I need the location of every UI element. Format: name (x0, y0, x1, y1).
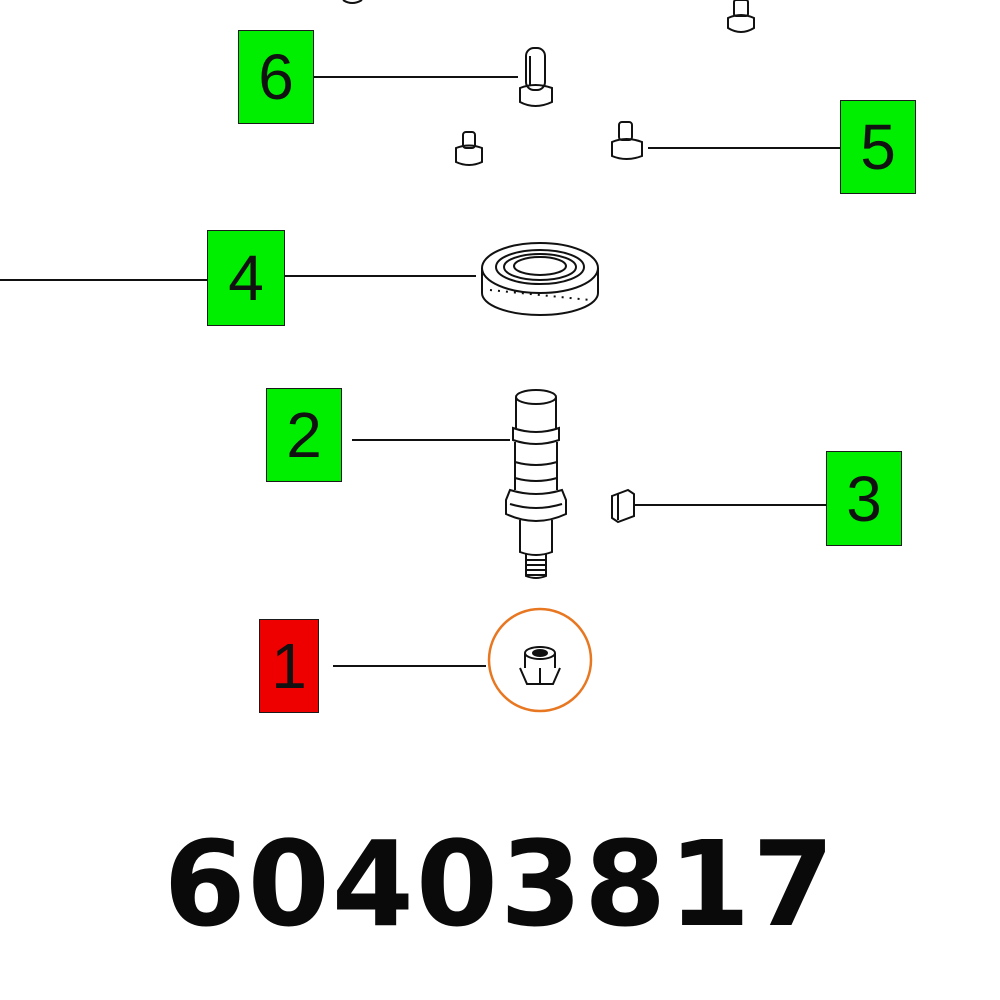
screw-top-left-partial (342, 0, 363, 4)
callout-5-number: 5 (860, 111, 896, 183)
screw-6-part (519, 47, 553, 107)
callout-4-number: 4 (228, 242, 264, 314)
callout-2-number: 2 (286, 399, 322, 471)
key-3-part (611, 488, 635, 524)
callout-3[interactable]: 3 (826, 451, 902, 546)
screw-top-right (727, 0, 755, 33)
part-number: 60403817 (163, 815, 837, 953)
screw-5b-part (611, 121, 643, 160)
callout-1[interactable]: 1 (259, 619, 319, 713)
spindle-2-part (505, 389, 567, 579)
callout-4[interactable]: 4 (207, 230, 285, 326)
callout-6[interactable]: 6 (238, 30, 314, 124)
callout-2[interactable]: 2 (266, 388, 342, 482)
screw-5a-part (455, 131, 483, 166)
callout-5[interactable]: 5 (840, 100, 916, 194)
bearing-4-part (481, 242, 599, 316)
nut-1-part (519, 646, 561, 685)
selected-part-highlight-ring (487, 607, 593, 713)
callout-3-number: 3 (846, 462, 882, 535)
callout-6-number: 6 (258, 41, 294, 113)
callout-1-number: 1 (271, 630, 307, 702)
